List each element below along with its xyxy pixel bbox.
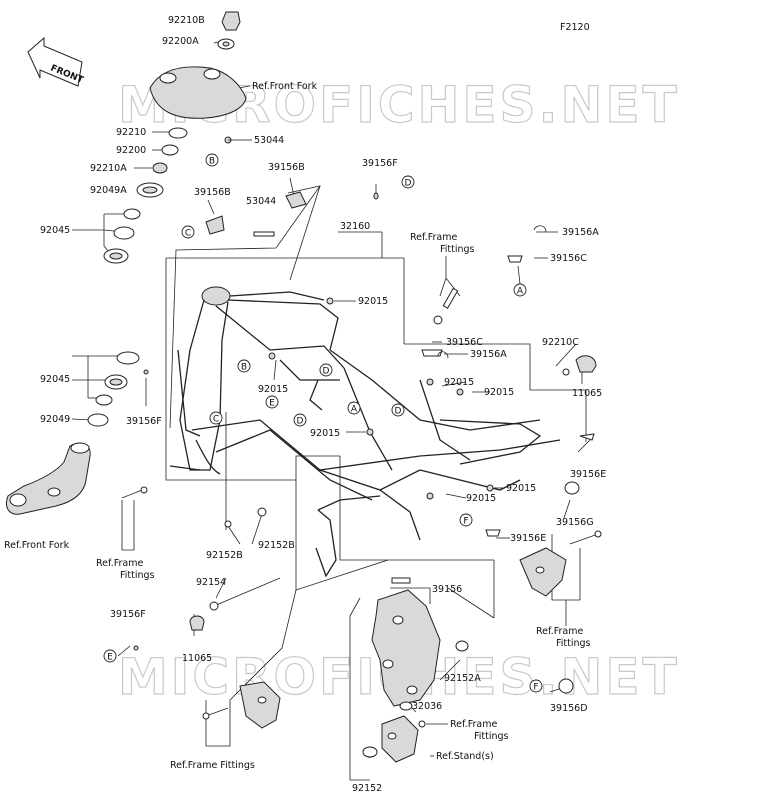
callout-marker: A xyxy=(347,401,361,415)
callout-marker: E xyxy=(103,649,117,663)
part-labels: 92210B 92200A Ref.Front Fork 92210 53044… xyxy=(4,15,606,794)
part-label: 39156C xyxy=(550,253,587,264)
part-label: 92152 xyxy=(352,783,382,794)
part-label: 39156 xyxy=(432,584,462,595)
callout-marker: A xyxy=(513,283,527,297)
part-label: 92049 xyxy=(40,414,70,425)
callout-marker: B xyxy=(205,153,219,167)
part-label: Fittings xyxy=(474,731,509,742)
long-bolt xyxy=(189,577,281,631)
part-label: 39156B xyxy=(194,187,231,198)
part-label: 92200A xyxy=(162,36,199,47)
part-label: 92015 xyxy=(444,377,474,388)
svg-text:E: E xyxy=(269,399,275,409)
callout-marker: F xyxy=(459,513,473,527)
part-label: 53044 xyxy=(246,196,276,207)
lower-brackets xyxy=(202,530,602,763)
part-label: 92210B xyxy=(168,15,205,26)
part-label: Ref.Frame xyxy=(536,626,583,637)
svg-text:E: E xyxy=(107,653,113,663)
part-label: Fittings xyxy=(440,244,475,255)
part-label: 11065 xyxy=(182,653,212,664)
part-label: 92015 xyxy=(258,384,288,395)
part-label: 92015 xyxy=(484,387,514,398)
part-label: Fittings xyxy=(120,570,155,581)
callout-marker: C xyxy=(181,225,195,239)
svg-text:C: C xyxy=(213,415,219,425)
svg-text:F: F xyxy=(463,517,468,527)
part-label: Ref.Front Fork xyxy=(4,540,70,551)
steering-head-parts xyxy=(103,11,379,264)
part-label: 92015 xyxy=(310,428,340,439)
part-label: 92045 xyxy=(40,225,70,236)
part-label: 32160 xyxy=(340,221,370,232)
svg-text:B: B xyxy=(241,363,247,373)
part-label: 39156F xyxy=(126,416,162,427)
callout-marker: C xyxy=(209,411,223,425)
part-label: 39156E xyxy=(570,469,606,480)
frame-fasteners xyxy=(87,225,597,651)
callout-marker: D xyxy=(401,175,415,189)
part-label: 39156E xyxy=(510,533,546,544)
part-label: Ref.Frame xyxy=(96,558,143,569)
part-label: 32036 xyxy=(412,701,442,712)
part-label: 92045 xyxy=(40,374,70,385)
part-label: 53044 xyxy=(254,135,284,146)
part-label: 92210 xyxy=(116,127,146,138)
part-label: Ref.Stand(s) xyxy=(436,751,494,762)
part-label: 92154 xyxy=(196,577,226,588)
callout-marker: D xyxy=(319,363,333,377)
main-frame xyxy=(169,286,561,578)
svg-text:D: D xyxy=(395,407,402,417)
part-label: Ref.Frame xyxy=(410,232,457,243)
reference-callouts: B D C A B D E C D A D F E F xyxy=(103,153,543,693)
part-label: 92015 xyxy=(358,296,388,307)
part-label: 39156D xyxy=(550,703,588,714)
part-label: 11065 xyxy=(572,388,602,399)
part-label: 92210A xyxy=(90,163,127,174)
svg-text:D: D xyxy=(297,417,304,427)
svg-text:D: D xyxy=(405,179,412,189)
part-label: 39156F xyxy=(110,609,146,620)
part-label: 92210C xyxy=(542,337,579,348)
part-label: 92200 xyxy=(116,145,146,156)
svg-text:C: C xyxy=(185,229,191,239)
diagram-code: F2120 xyxy=(560,22,590,33)
part-label: 39156G xyxy=(556,517,594,528)
callout-marker: B xyxy=(237,359,251,373)
part-label: 92015 xyxy=(466,493,496,504)
part-label: Ref.Front Fork xyxy=(252,81,318,92)
callout-marker: F xyxy=(529,679,543,693)
svg-text:A: A xyxy=(517,287,524,297)
callout-marker: E xyxy=(265,395,279,409)
part-label: 92152A xyxy=(444,673,481,684)
part-label: 92015 xyxy=(506,483,536,494)
part-label: Fittings xyxy=(556,638,591,649)
part-label: 39156A xyxy=(470,349,507,360)
lower-fork-clamp xyxy=(6,442,91,515)
callout-marker: D xyxy=(391,403,405,417)
callout-marker: D xyxy=(293,413,307,427)
part-label: 92049A xyxy=(90,185,127,196)
part-label: Ref.Frame xyxy=(450,719,497,730)
svg-text:D: D xyxy=(323,367,330,377)
part-label: 92152B xyxy=(258,540,295,551)
part-label: 39156B xyxy=(268,162,305,173)
part-label: 39156A xyxy=(562,227,599,238)
front-arrow-icon: FRONT xyxy=(27,36,85,87)
part-label: 92152B xyxy=(206,550,243,561)
part-label: 39156F xyxy=(362,158,398,169)
part-label: Ref.Frame Fittings xyxy=(170,760,255,771)
svg-text:B: B xyxy=(209,157,215,167)
part-label: 39156C xyxy=(446,337,483,348)
svg-text:F: F xyxy=(533,683,538,693)
svg-text:A: A xyxy=(351,405,358,415)
